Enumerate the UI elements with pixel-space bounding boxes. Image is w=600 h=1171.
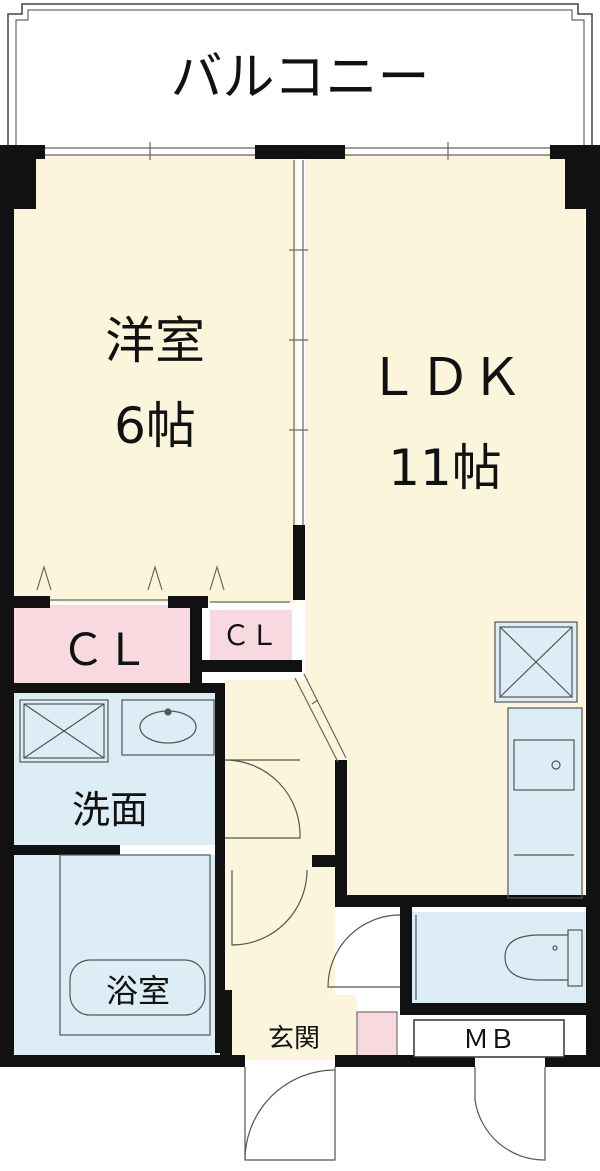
shoe-cabinet <box>356 1011 398 1061</box>
kitchen-counter <box>507 707 583 899</box>
bathroom-area <box>14 855 219 1055</box>
balcony-inner-outline <box>15 9 585 145</box>
balcony-outline <box>7 3 593 145</box>
entrance-label: 玄関 <box>268 1024 320 1054</box>
bathroom-label: 浴室 <box>106 972 170 1010</box>
ldk-size: 11帖 <box>388 439 502 497</box>
wash-basin <box>121 699 215 756</box>
western-room-size: 6帖 <box>114 397 196 455</box>
toilet <box>415 915 583 1000</box>
door-swings <box>224 759 546 1161</box>
walls <box>0 145 600 1067</box>
ldk-angled-door <box>294 673 347 763</box>
western-room-name: 洋室 <box>105 312 205 370</box>
windows <box>45 142 550 160</box>
bathtub <box>59 854 211 1036</box>
washroom-label: 洗面 <box>72 788 148 832</box>
entrance-area <box>232 995 357 1060</box>
meter-box-label: ＭＢ <box>463 1025 515 1055</box>
closet-1-area <box>14 605 196 683</box>
closet-2-label: ＣＬ <box>222 619 278 652</box>
refrigerator-space <box>494 621 578 703</box>
ldk-name: ＬＤＫ <box>367 348 523 408</box>
sliding-partition <box>289 160 308 525</box>
closet-2-area <box>210 610 292 660</box>
closet-door-marks <box>36 564 290 603</box>
closet-1-label: ＣＬ <box>61 625 149 676</box>
balcony-label: バルコニー <box>171 48 430 108</box>
kitchen-area <box>508 708 582 898</box>
meter-box <box>413 1019 565 1058</box>
western-room-area <box>14 155 297 603</box>
washing-machine-space <box>19 699 109 763</box>
